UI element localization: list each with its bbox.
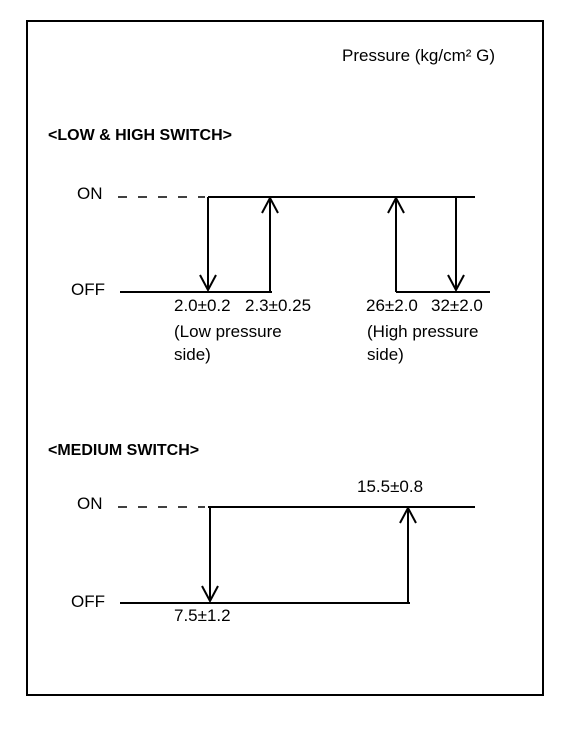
low-on-value: 2.3±0.25 — [245, 296, 312, 315]
pressure-unit-label: Pressure (kg/cm² G) — [342, 46, 496, 65]
medium-switch-heading: <MEDIUM SWITCH> — [48, 442, 200, 459]
on-point-value: 15.5±0.8 — [357, 477, 424, 496]
medium-switch-graph — [118, 505, 475, 604]
off-point-value: 7.5±1.2 — [174, 606, 231, 625]
high-on-arrowhead — [387, 195, 405, 214]
low-side-label-line1: (Low pressure — [174, 322, 282, 341]
high-off-arrowhead — [447, 274, 465, 293]
off-arrowhead — [201, 585, 219, 604]
high-side-label-line2: side) — [367, 345, 404, 364]
low-high-switch-graph — [118, 195, 490, 293]
off-label: OFF — [71, 280, 105, 299]
high-on-value: 26±2.0 — [366, 296, 418, 315]
diagram-frame — [26, 20, 544, 696]
on-label: ON — [77, 184, 103, 203]
on-arrowhead — [399, 505, 417, 524]
off-label: OFF — [71, 592, 105, 611]
high-side-label-line1: (High pressure — [367, 322, 479, 341]
low-off-arrowhead — [199, 274, 217, 293]
low-high-switch-heading: <LOW & HIGH SWITCH> — [48, 127, 232, 144]
low-side-label-line2: side) — [174, 345, 211, 364]
on-label: ON — [77, 494, 103, 513]
low-off-value: 2.0±0.2 — [174, 296, 231, 315]
high-off-value: 32±2.0 — [431, 296, 483, 315]
low-on-arrowhead — [261, 195, 279, 214]
